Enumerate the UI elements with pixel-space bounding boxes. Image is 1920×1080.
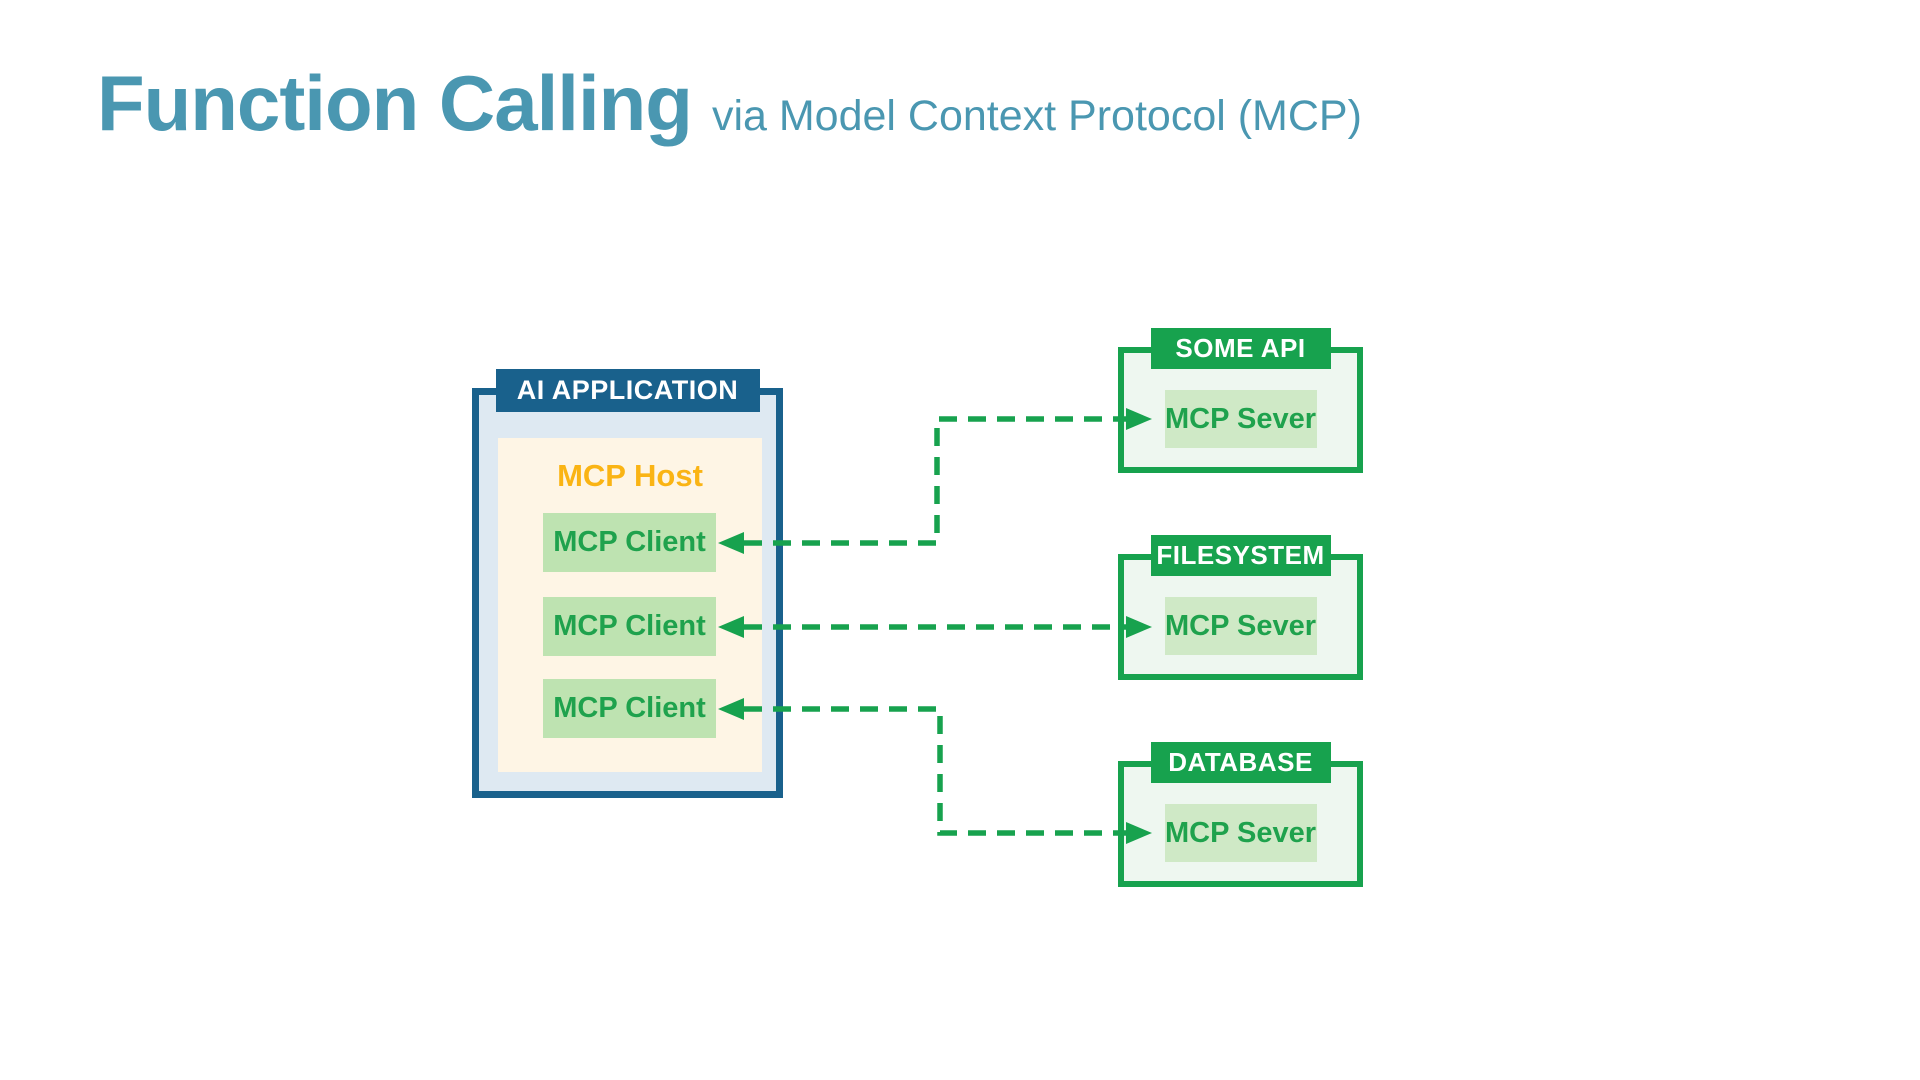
page-title: Function Calling via Model Context Protoc… — [97, 58, 1362, 149]
arrow-line-client1-someapi — [744, 416, 1126, 546]
server-header-filesystem: FILESYSTEM — [1150, 535, 1331, 576]
mcp-client-box-1: MCP Client — [543, 513, 716, 572]
ai-application-box: AI APPLICATION MCP Host MCP Client MCP C… — [472, 369, 783, 798]
title-subtitle: via Model Context Protocol (MCP) — [711, 92, 1362, 140]
ai-application-header: AI APPLICATION — [495, 369, 760, 412]
mcp-client-box-3: MCP Client — [543, 679, 716, 738]
server-box-filesystem: FILESYSTEM MCP Sever — [1118, 535, 1363, 680]
server-header-database: DATABASE — [1150, 742, 1331, 783]
mcp-server-box-filesystem: MCP Sever — [1164, 597, 1317, 655]
title-main: Function Calling — [97, 59, 693, 147]
server-box-some-api: SOME API MCP Sever — [1118, 328, 1363, 473]
arrow-line-client3-database — [744, 706, 1126, 836]
mcp-server-box-database: MCP Sever — [1164, 804, 1317, 862]
mcp-host-panel: MCP Host MCP Client MCP Client MCP Clien… — [498, 438, 762, 772]
server-header-some-api: SOME API — [1150, 328, 1331, 369]
server-box-database: DATABASE MCP Sever — [1118, 742, 1363, 887]
mcp-server-box-some-api: MCP Sever — [1164, 390, 1317, 448]
mcp-host-label: MCP Host — [557, 458, 703, 493]
mcp-client-box-2: MCP Client — [543, 597, 716, 656]
